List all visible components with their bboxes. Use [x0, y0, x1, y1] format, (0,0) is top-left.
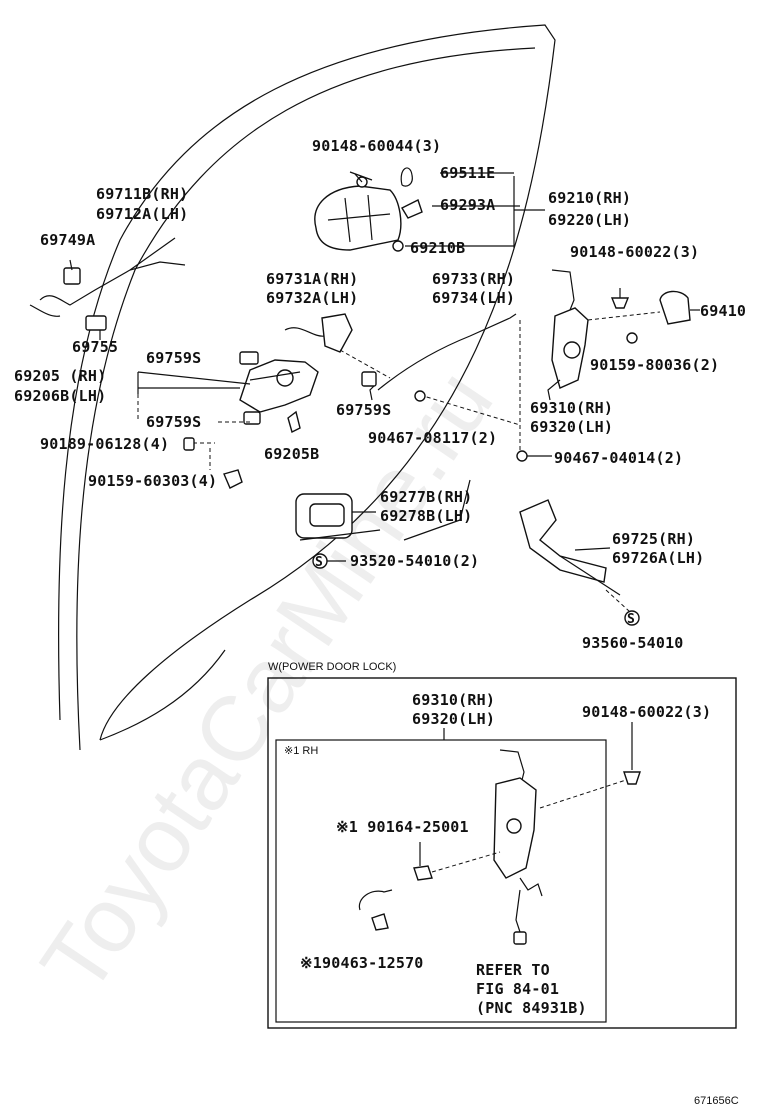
label-69205b: 69205B: [264, 445, 319, 463]
label-90159-60303: 90159-60303(4): [88, 472, 217, 490]
label-69278b-lh: 69278B(LH): [380, 507, 472, 525]
screw-90467-08117-icon: [414, 390, 426, 402]
label-69220-lh: 69220(LH): [548, 211, 631, 229]
label-69731a-rh: 69731A(RH): [266, 270, 358, 288]
label-69210b: 69210B: [410, 239, 465, 257]
label-90467-08117: 90467-08117(2): [368, 429, 497, 447]
clip-69759s-bot-icon: [243, 411, 261, 425]
inside-handle-bracket-lines: [137, 320, 521, 470]
label-69310-rh-b: 69310(RH): [412, 691, 495, 709]
label-90189-06128: 90189-06128(4): [40, 435, 169, 453]
power-lock-actuator-part: [493, 749, 543, 945]
label-69726a-lh: 69726A(LH): [612, 549, 704, 567]
label-90467-04014: 90467-04014(2): [554, 449, 683, 467]
screw-90148-60022-inset-icon: [539, 771, 641, 809]
label-69759s-top: 69759S: [146, 349, 201, 367]
label-90148-60044: 90148-60044(3): [312, 137, 441, 155]
label-69320-lh-a: 69320(LH): [530, 418, 613, 436]
clip-69755-icon: [85, 315, 107, 331]
inset-frame: [267, 677, 737, 1029]
door-frame-outline: [57, 24, 556, 751]
screw-93560-54010-icon: S: [605, 589, 640, 627]
label-69759s-bot: 69759S: [146, 413, 201, 431]
refer-to-line-1: REFER TO: [476, 961, 550, 979]
inset-title: W(POWER DOOR LOCK): [268, 661, 396, 673]
figure-id: 671656C: [694, 1095, 739, 1107]
clip-69511e-icon: [400, 167, 413, 187]
striker-69410-icon: [659, 290, 691, 325]
label-90164-25001: ※1 90164-25001: [336, 818, 469, 836]
label-90148-60022-a: 90148-60022(3): [570, 243, 699, 261]
label-69725-rh: 69725(RH): [612, 530, 695, 548]
door-bracket-69725-part: [519, 499, 621, 596]
label-69511e: 69511E: [440, 164, 495, 182]
clip-69749a-icon: [63, 267, 81, 285]
label-69734-lh: 69734(LH): [432, 289, 515, 307]
label-90159-80036: 90159-80036(2): [590, 356, 719, 374]
label-93560-54010: 93560-54010: [582, 634, 684, 652]
label-93520-54010: 93520-54010(2): [350, 552, 479, 570]
label-90148-60022-b: 90148-60022(3): [582, 703, 711, 721]
refer-to-line-2: FIG 84-01: [476, 980, 559, 998]
label-90463-12570: ※190463-12570: [300, 954, 424, 972]
label-69277b-rh: 69277B(RH): [380, 488, 472, 506]
door-lock-assembly-part: [547, 269, 589, 401]
label-69205-rh: 69205 (RH): [14, 367, 106, 385]
label-69293a: 69293A: [440, 196, 495, 214]
label-69210-rh: 69210(RH): [548, 189, 631, 207]
label-69749a: 69749A: [40, 231, 95, 249]
svg-text:S: S: [627, 612, 635, 627]
screw-90164-25001-icon: [413, 842, 501, 881]
label-69733-rh: 69733(RH): [432, 270, 515, 288]
label-69732a-lh: 69732A(LH): [266, 289, 358, 307]
lock-rod-69731a: [284, 313, 353, 353]
lock-rod-69711b: [29, 237, 186, 317]
screw-93520-54010-icon: S: [312, 553, 346, 570]
pad-69210b-icon: [392, 240, 404, 252]
svg-text:S: S: [315, 555, 323, 570]
bolt-90189-06128-icon: [183, 437, 195, 451]
screw-90148-60022-icon: [610, 288, 630, 309]
clip-69293a-icon: [401, 199, 423, 219]
label-69320-lh-b: 69320(LH): [412, 710, 495, 728]
label-69711b-rh: 69711B(RH): [96, 185, 188, 203]
label-69206b-lh: 69206B(LH): [14, 387, 106, 405]
inside-handle-bezel-part: [295, 493, 381, 541]
refer-to-line-3: (PNC 84931B): [476, 999, 587, 1017]
inset-inner-title: ※1 RH: [284, 745, 318, 757]
screw-90467-04014-icon: [516, 450, 528, 462]
label-69755: 69755: [72, 338, 118, 356]
clip-69759s-top-icon: [239, 351, 259, 365]
label-69712a-lh: 69712A(LH): [96, 205, 188, 223]
wire-90463-12570-icon: [358, 889, 393, 931]
label-69310-rh-a: 69310(RH): [530, 399, 613, 417]
clip-90159-60303-icon: [223, 469, 243, 489]
inside-handle-frame-part: [239, 359, 319, 413]
clip-69759s-mid-icon: [361, 371, 377, 387]
label-69410: 69410: [700, 302, 746, 320]
inset-inner-frame: [275, 739, 607, 1023]
screw-90159-80036-icon: [626, 332, 638, 344]
label-69759s-mid: 69759S: [336, 401, 391, 419]
clip-69205b-icon: [287, 410, 301, 434]
outside-handle-part: [314, 185, 402, 251]
handle-bracket-lines: [349, 171, 545, 248]
